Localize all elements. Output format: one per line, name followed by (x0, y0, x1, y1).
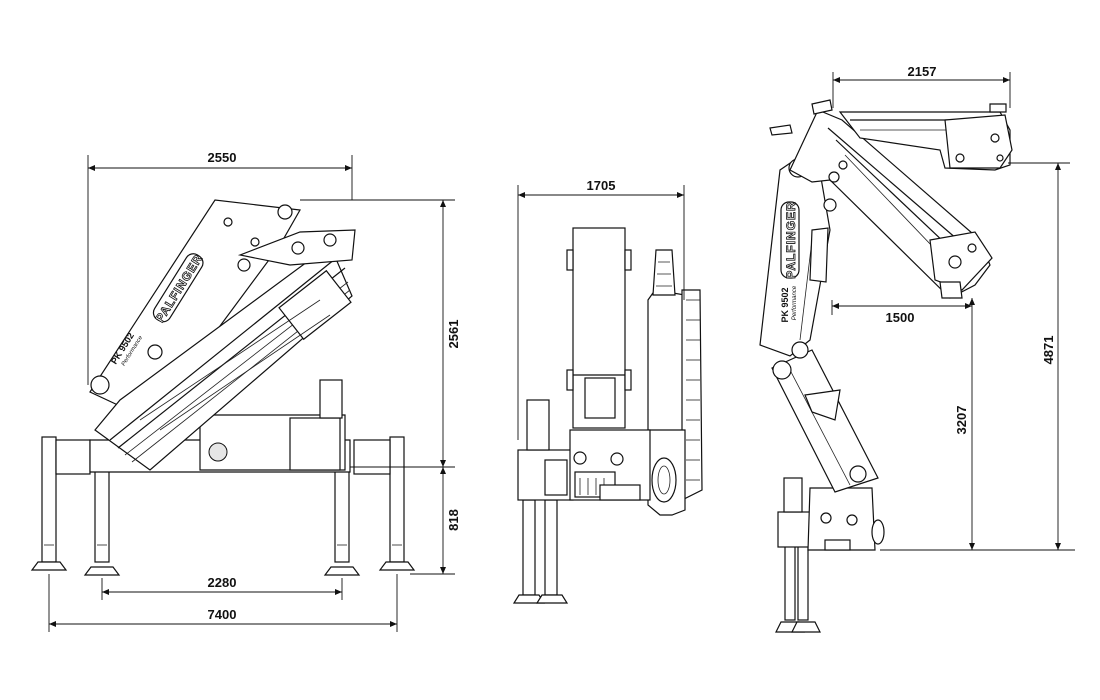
dim-front-top-width: 2550 (208, 150, 237, 165)
ext-main-boom: PALFINGER PK 9502 Performance (759, 154, 831, 359)
ext-column (771, 349, 879, 493)
dim-ext-mid-reach: 1500 (886, 310, 915, 325)
ext-model-label: PK 9502 (780, 287, 790, 322)
front-dimensions: 2550 2561 818 2280 7400 (48, 150, 461, 632)
ext-model-sub-label: Performance (792, 285, 798, 320)
ext-model-plate: PK 9502 Performance (780, 285, 798, 322)
dim-ext-total-height: 4871 (1041, 336, 1056, 365)
side-boom (566, 227, 703, 516)
ext-base (777, 477, 885, 551)
dim-ext-lower-height: 3207 (954, 406, 969, 435)
side-hose-coil (686, 299, 700, 481)
ext-brand-label: PALFINGER (784, 201, 798, 278)
side-view: 1705 (512, 178, 703, 604)
side-legs (512, 499, 569, 604)
side-base (517, 399, 651, 501)
ext-dimensions: 2157 4871 1500 3207 (831, 64, 1075, 551)
dim-front-base-height: 818 (446, 509, 461, 531)
extended-view: PALFINGER PK 9502 Performance (759, 64, 1075, 633)
dim-ext-top-reach: 2157 (908, 64, 937, 79)
front-boom: PALFINGER PK 9502 Performance (89, 199, 356, 471)
ext-upper-arm (838, 103, 1013, 171)
ext-knuckle-arm (769, 99, 993, 299)
ext-brand-plate: PALFINGER (780, 201, 800, 279)
dim-front-outrigger-inner: 2280 (208, 575, 237, 590)
dim-front-outrigger-span: 7400 (208, 607, 237, 622)
ext-legs (775, 544, 821, 633)
front-view: PALFINGER PK 9502 Performance 2550 2561 … (30, 150, 461, 632)
dim-front-height: 2561 (446, 320, 461, 349)
side-dimensions: 1705 (517, 178, 685, 440)
front-outriggers (30, 436, 416, 576)
dim-side-width: 1705 (587, 178, 616, 193)
